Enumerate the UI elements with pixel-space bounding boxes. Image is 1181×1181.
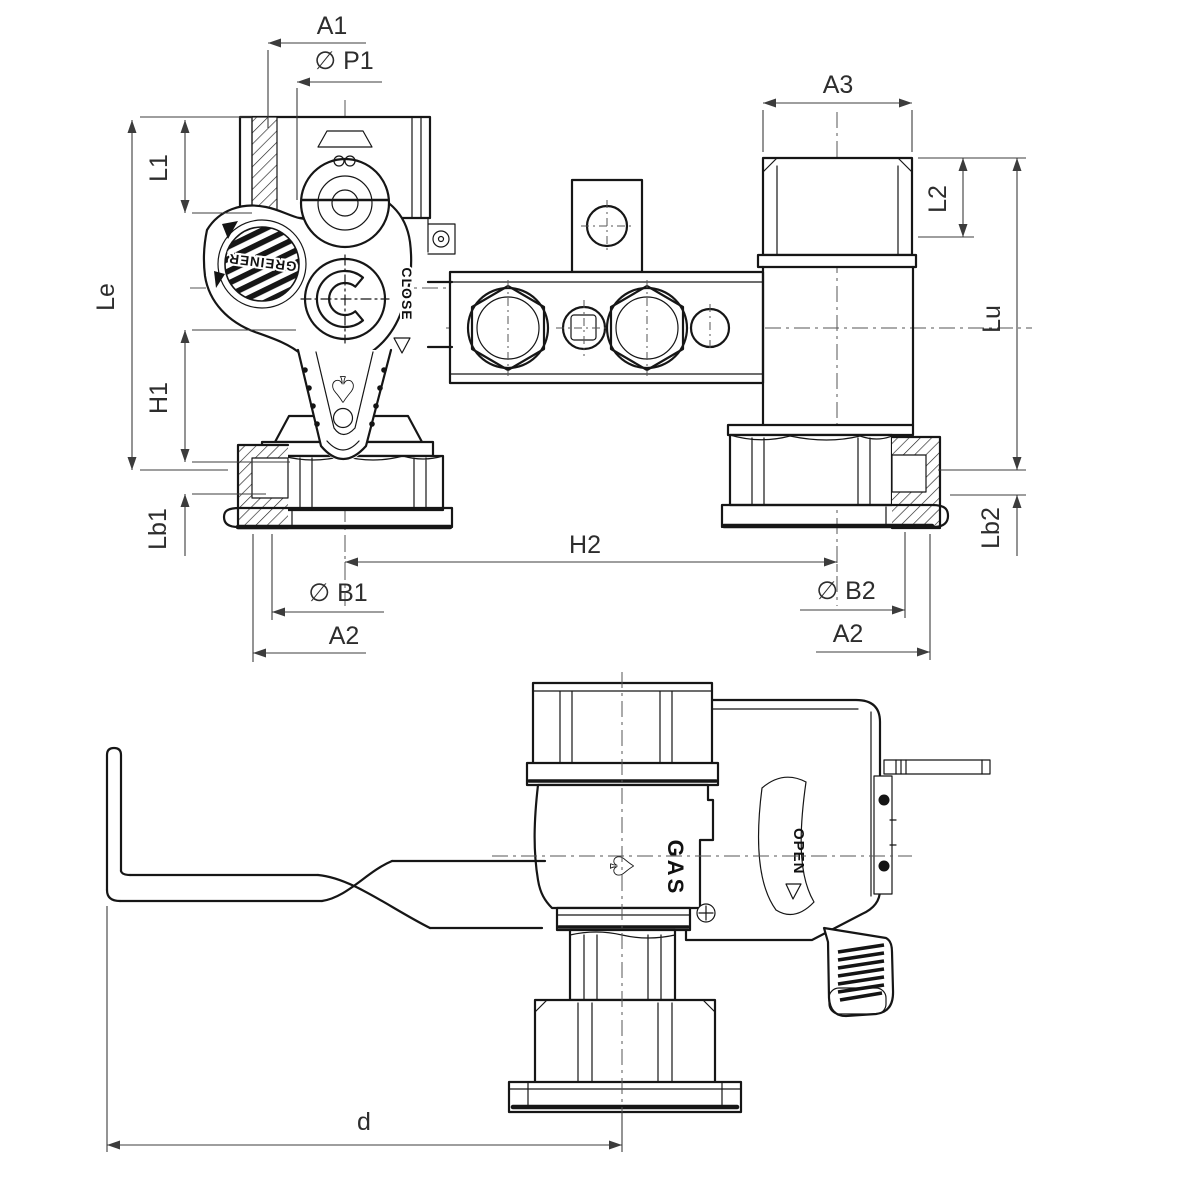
dim-label-b2: ∅ B2 <box>816 577 875 605</box>
dim-label-l2: L2 <box>924 185 952 213</box>
dim-lb1: Lb1 <box>144 493 266 556</box>
lever-arm-curves <box>757 776 815 916</box>
dim-le: Le <box>92 120 228 471</box>
screw-icon <box>878 794 890 806</box>
left-valve-clamp-section <box>236 443 290 530</box>
dim-label-b1: ∅ B1 <box>308 579 367 607</box>
mounting-hole-crosshair <box>581 200 633 252</box>
right-valve-flange <box>720 503 950 529</box>
gas-marking: GAS <box>663 840 688 897</box>
grip-ridges <box>837 943 885 1002</box>
handle-head-outline <box>684 698 882 942</box>
grip-pad: GREINER <box>217 219 307 309</box>
dim-a3: A3 <box>762 71 913 152</box>
dimensions: A1 ∅ P1 A3 L1 Le <box>92 12 1026 1152</box>
left-union-nut <box>281 454 445 512</box>
side-lug <box>427 223 456 255</box>
dim-label-a1: A1 <box>317 12 348 40</box>
right-valve-seat-band <box>726 423 915 437</box>
dim-label-a3: A3 <box>823 71 854 99</box>
mounting-bar-side <box>883 759 991 775</box>
dim-label-l1: L1 <box>145 154 173 182</box>
dim-p1: ∅ P1 <box>296 47 382 200</box>
stem-cap-tab <box>317 130 373 148</box>
dim-a1: A1 <box>267 12 366 128</box>
left-valve: GREINER CLOSE ♠ <box>202 115 456 530</box>
right-valve <box>720 156 950 530</box>
switch-plate <box>873 775 897 895</box>
dim-label-h2: H2 <box>569 531 601 559</box>
dim-label-a2r: A2 <box>833 620 864 648</box>
right-valve-union-nut <box>728 433 894 507</box>
rotate-arrow-icon <box>222 221 238 239</box>
open-marking: OPEN <box>790 828 807 875</box>
dim-a2-left: A2 <box>252 534 366 662</box>
bottom-union-nut <box>533 998 717 1087</box>
spade-icon: ♠ <box>328 368 358 408</box>
rotate-arrow2-icon <box>214 271 225 288</box>
grip-stripes <box>224 226 300 302</box>
right-valve-thread-spigot <box>761 156 914 257</box>
left-valve-flange <box>222 506 454 530</box>
manifold-hex-nut-right <box>605 280 689 376</box>
left-clamp-notch <box>251 457 289 499</box>
dim-l2: L2 <box>918 157 1026 238</box>
dim-b1: ∅ B1 <box>271 534 384 620</box>
valve-stem-top <box>299 155 391 249</box>
dim-label-le: Le <box>92 283 120 311</box>
dim-label-a2l: A2 <box>329 622 360 650</box>
screw2-icon <box>878 860 890 872</box>
handle-grip-side <box>822 926 895 1018</box>
body-screw <box>696 903 716 923</box>
manifold-hex-nut-left <box>466 280 550 376</box>
dim-a2-right: A2 <box>816 534 931 660</box>
spade-side-icon: ♠ <box>603 853 638 880</box>
dim-label-lb2: Lb2 <box>977 507 1005 549</box>
side-view: OPEN ♠ <box>105 672 991 1120</box>
dim-label-d: d <box>357 1108 371 1136</box>
stem-c-ring <box>300 254 390 344</box>
close-triangle-icon <box>393 337 411 354</box>
ball-body <box>533 783 715 910</box>
dim-d: d <box>106 906 623 1152</box>
dim-label-h1: H1 <box>145 382 173 414</box>
dim-h2: H2 <box>344 531 838 576</box>
manifold-port-circle <box>689 304 731 352</box>
dim-lu: Lu <box>938 158 1026 471</box>
outlet-stub <box>426 280 454 349</box>
lever-bar <box>105 746 547 930</box>
handle-head-side: OPEN <box>684 698 991 1018</box>
right-valve-collar <box>756 253 918 269</box>
dim-h1: H1 <box>145 329 296 463</box>
dim-label-lb1: Lb1 <box>144 508 172 550</box>
bottom-flange <box>507 1080 743 1114</box>
dim-lb2: Lb2 <box>950 494 1026 556</box>
dim-b2: ∅ B2 <box>800 532 906 618</box>
open-triangle-icon <box>785 883 802 900</box>
right-clamp-notch <box>891 454 927 493</box>
close-marking: CLOSE <box>399 267 415 320</box>
dim-label-p1: ∅ P1 <box>314 47 373 75</box>
manifold-plug-square <box>556 300 612 356</box>
lever-twist <box>316 859 432 930</box>
right-valve-body <box>761 265 915 427</box>
dim-label-lu: Lu <box>978 305 1006 333</box>
front-view: GREINER CLOSE ♠ <box>190 100 1032 606</box>
right-valve-clamp-section <box>890 435 942 530</box>
handle-yoke: ♠ <box>296 348 393 462</box>
manifold-bracket <box>448 178 765 385</box>
yoke-hole <box>332 407 354 429</box>
dim-l1: L1 <box>140 116 252 214</box>
